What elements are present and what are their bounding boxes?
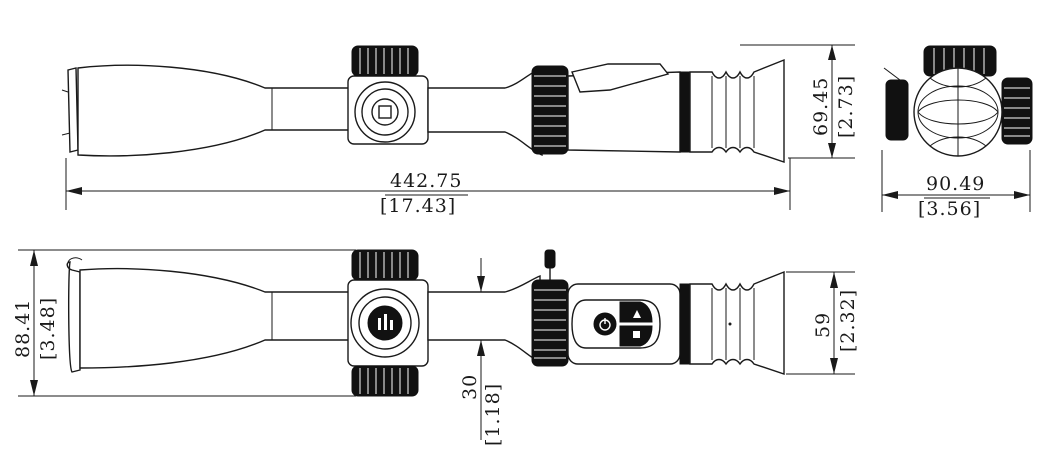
tube-diameter-mm-label: 30 xyxy=(459,374,481,400)
menu-square-icon xyxy=(633,331,640,338)
end-width-mm-label: 90.49 xyxy=(926,173,985,195)
top-height-mm-label: 69.45 xyxy=(810,77,832,136)
end-width-in-label: [3.56] xyxy=(918,198,981,220)
eyepiece-height-mm-label: 59 xyxy=(812,312,834,338)
power-icon xyxy=(599,318,611,331)
dim-tube-diameter: 30 [1.18] xyxy=(430,258,504,446)
dim-eyepiece-height: 59 [2.32] xyxy=(786,271,859,375)
side-objective-bell xyxy=(79,267,351,369)
end-view-left-knob xyxy=(885,79,909,141)
end-view xyxy=(883,45,1033,157)
end-view-top-knob xyxy=(923,45,997,77)
side-focus-ring xyxy=(531,279,569,367)
up-triangle-icon xyxy=(633,310,641,318)
focus-lever xyxy=(544,249,556,280)
length-mm-label: 442.75 xyxy=(390,170,462,192)
dim-overall-length: 442.75 [17.43] xyxy=(65,158,791,217)
side-eyepiece xyxy=(689,270,785,375)
dim-end-width: 90.49 [3.56] xyxy=(881,150,1031,220)
dim-objective-height: 88.41 [3.48] xyxy=(12,249,356,397)
side-rear-tube xyxy=(427,274,541,364)
end-view-side-knob xyxy=(1001,77,1033,145)
objective-cap xyxy=(67,67,79,153)
turret-logo-icon xyxy=(378,105,392,119)
elevation-turret-knob xyxy=(351,45,419,77)
side-bottom-knob xyxy=(351,365,419,397)
eyepiece-height-in-label: [2.32] xyxy=(837,289,859,352)
focus-ring xyxy=(531,65,569,155)
tube-diameter-in-label: [1.18] xyxy=(482,383,504,446)
rear-tube xyxy=(427,67,543,157)
eyepiece xyxy=(689,58,785,163)
side-top-knob xyxy=(351,249,419,281)
top-panel xyxy=(571,63,670,93)
flip-cap xyxy=(66,261,81,373)
top-height-in-label: [2.73] xyxy=(835,75,857,138)
side-view xyxy=(66,249,785,397)
turret-logo-icon xyxy=(378,314,393,330)
objective-height-mm-label: 88.41 xyxy=(12,299,34,358)
length-in-label: [17.43] xyxy=(380,195,456,217)
objective-bell xyxy=(77,64,351,157)
objective-height-in-label: [3.48] xyxy=(37,297,59,360)
top-view xyxy=(61,45,785,163)
dim-top-height: 69.45 [2.73] xyxy=(740,44,857,159)
